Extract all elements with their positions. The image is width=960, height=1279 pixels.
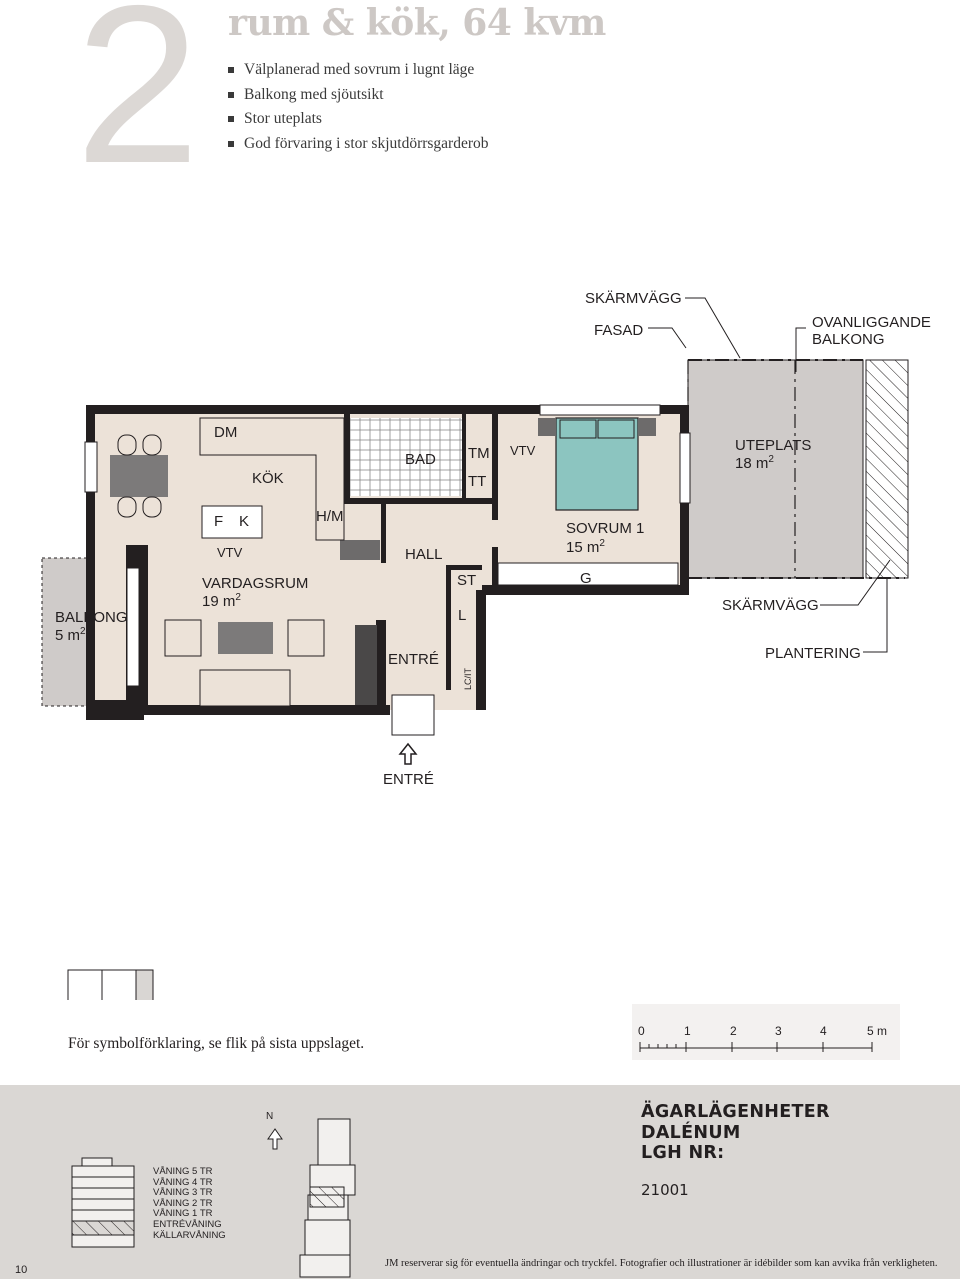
heading-line: DALÉNUM: [641, 1122, 741, 1143]
uteplats-area: [687, 359, 864, 579]
floor-label: ENTRÉVÅNING: [153, 1218, 222, 1230]
nightstand: [638, 418, 656, 436]
page-title: rum & kök, 64 kvm: [228, 2, 606, 44]
label-k: K: [239, 513, 249, 530]
label-skarmvagg-top: SKÄRMVÄGG: [585, 290, 682, 307]
label-f: F: [214, 513, 223, 530]
label-vtv-living: VTV: [217, 545, 243, 560]
scale-tick-label: 0: [638, 1024, 645, 1038]
apartment-number: 21001: [641, 1181, 689, 1199]
label-l: L: [458, 607, 466, 624]
footer-graphics: [71, 1118, 356, 1278]
label-kok: KÖK: [252, 469, 284, 487]
heading-line: ÄGARLÄGENHETER: [641, 1102, 830, 1122]
scale-tick-label: 5 m: [867, 1024, 887, 1038]
floor-label: KÄLLARVÅNING: [153, 1229, 226, 1241]
label-vardagsrum: VARDAGSRUM: [202, 575, 308, 592]
page-number: 10: [15, 1264, 28, 1276]
feature-item: Stor uteplats: [228, 107, 489, 132]
windows: [84, 404, 691, 687]
floor-label: VÅNING 2 TR: [153, 1197, 213, 1209]
floor-list: VÅNING 5 TR VÅNING 4 TR VÅNING 3 TR VÅNI…: [153, 1166, 226, 1241]
bath-tiles: [350, 418, 463, 496]
armchair: [287, 619, 325, 657]
project-heading: ÄGARLÄGENHETER DALÉNUM LGH NR:: [641, 1102, 830, 1164]
bullet-icon: [228, 116, 234, 122]
dining-chairs: [117, 434, 162, 518]
label-tm: TM: [468, 445, 490, 462]
scale-bar-graphic: 0 1 2 3 4 5 m: [638, 1024, 887, 1052]
scale-tick-label: 2: [730, 1024, 737, 1038]
label-entre-outside: ENTRÉ: [383, 771, 434, 788]
label-sovrum-area: 15 m2: [566, 538, 605, 556]
bullet-icon: [228, 140, 234, 147]
scale-tick-label: 1: [684, 1024, 691, 1038]
coffee-table: [218, 622, 273, 654]
scale-tick-label: 3: [775, 1024, 782, 1038]
label-uteplats-area: 18 m2: [735, 454, 774, 472]
scale-bar: 0 1 2 3 4 5 m: [632, 1004, 900, 1060]
label-entre-inside: ENTRÉ: [388, 651, 439, 668]
feature-item: Balkong med sjöutsikt: [228, 83, 489, 108]
dining-table: [110, 455, 168, 497]
building-section-icon: [71, 1157, 135, 1248]
symbol-legend-note: För symbolförklaring, se flik på sista u…: [68, 1035, 365, 1052]
armchair: [164, 619, 202, 657]
feature-item: Välplanerad med sovrum i lugnt läge: [228, 58, 489, 83]
footer-band: VÅNING 5 TR VÅNING 4 TR VÅNING 3 TR VÅNI…: [0, 1085, 960, 1279]
leader-lines: [648, 297, 891, 653]
fridge-freezer: [201, 505, 263, 539]
feature-item: God förvaring i stor skjutdörrsgarderob: [228, 132, 489, 157]
label-vtv-bedroom: VTV: [510, 443, 536, 458]
label-hall: HALL: [405, 546, 443, 563]
entrance-arrow-icon: [398, 742, 418, 765]
planting-hatch: [865, 359, 909, 579]
feature-list: Välplanerad med sovrum i lugnt läge Balk…: [228, 58, 489, 156]
label-dm: DM: [214, 424, 237, 441]
label-g: G: [580, 570, 592, 587]
disclaimer: JM reserverar sig för eventuella ändring…: [385, 1258, 938, 1269]
floor-label: VÅNING 1 TR: [153, 1208, 213, 1220]
label-balkong-area: 5 m2: [55, 626, 86, 644]
pillow: [559, 419, 597, 439]
kitchen-counter: [199, 417, 345, 541]
heading-line: LGH NR:: [641, 1143, 725, 1163]
floor-label: VÅNING 5 TR: [153, 1166, 213, 1177]
label-balkong: BALKONG: [55, 609, 128, 626]
label-st: ST: [457, 572, 476, 589]
label-lcit: LC/IT: [463, 667, 473, 690]
label-fasad: FASAD: [594, 322, 643, 339]
label-sovrum: SOVRUM 1: [566, 520, 644, 537]
scale-tick-label: 4: [820, 1024, 827, 1038]
label-hm: H/M: [316, 508, 344, 525]
room-count-number: 2: [75, 0, 200, 210]
label-tt: TT: [468, 473, 486, 490]
label-plantering: PLANTERING: [765, 645, 861, 662]
floor-plan: SKÄRMVÄGG FASAD OVANLIGGANDE BALKONG DM …: [41, 290, 931, 1000]
north-arrow-icon: [267, 1128, 283, 1150]
sofa: [199, 669, 291, 707]
label-uteplats: UTEPLATS: [735, 437, 811, 454]
site-plan-icon: [299, 1118, 356, 1278]
interior-walls: [340, 412, 498, 705]
pillow: [597, 419, 635, 439]
floor-label: VÅNING 4 TR: [153, 1176, 213, 1188]
label-vardagsrum-area: 19 m2: [202, 592, 241, 610]
symbol-legend-boxes: [67, 969, 154, 1000]
label-ovanliggande: OVANLIGGANDE: [812, 314, 931, 331]
bullet-icon: [228, 67, 234, 73]
bullet-icon: [228, 91, 234, 98]
nightstand: [538, 418, 556, 436]
label-bad: BAD: [405, 451, 436, 468]
label-ovanliggande-balkong: BALKONG: [812, 331, 885, 348]
wardrobe: [497, 562, 679, 586]
entry-door: [391, 694, 435, 736]
floor-label: VÅNING 3 TR: [153, 1187, 213, 1199]
label-skarmvagg-bottom: SKÄRMVÄGG: [722, 597, 819, 614]
north-label: N: [266, 1111, 274, 1122]
